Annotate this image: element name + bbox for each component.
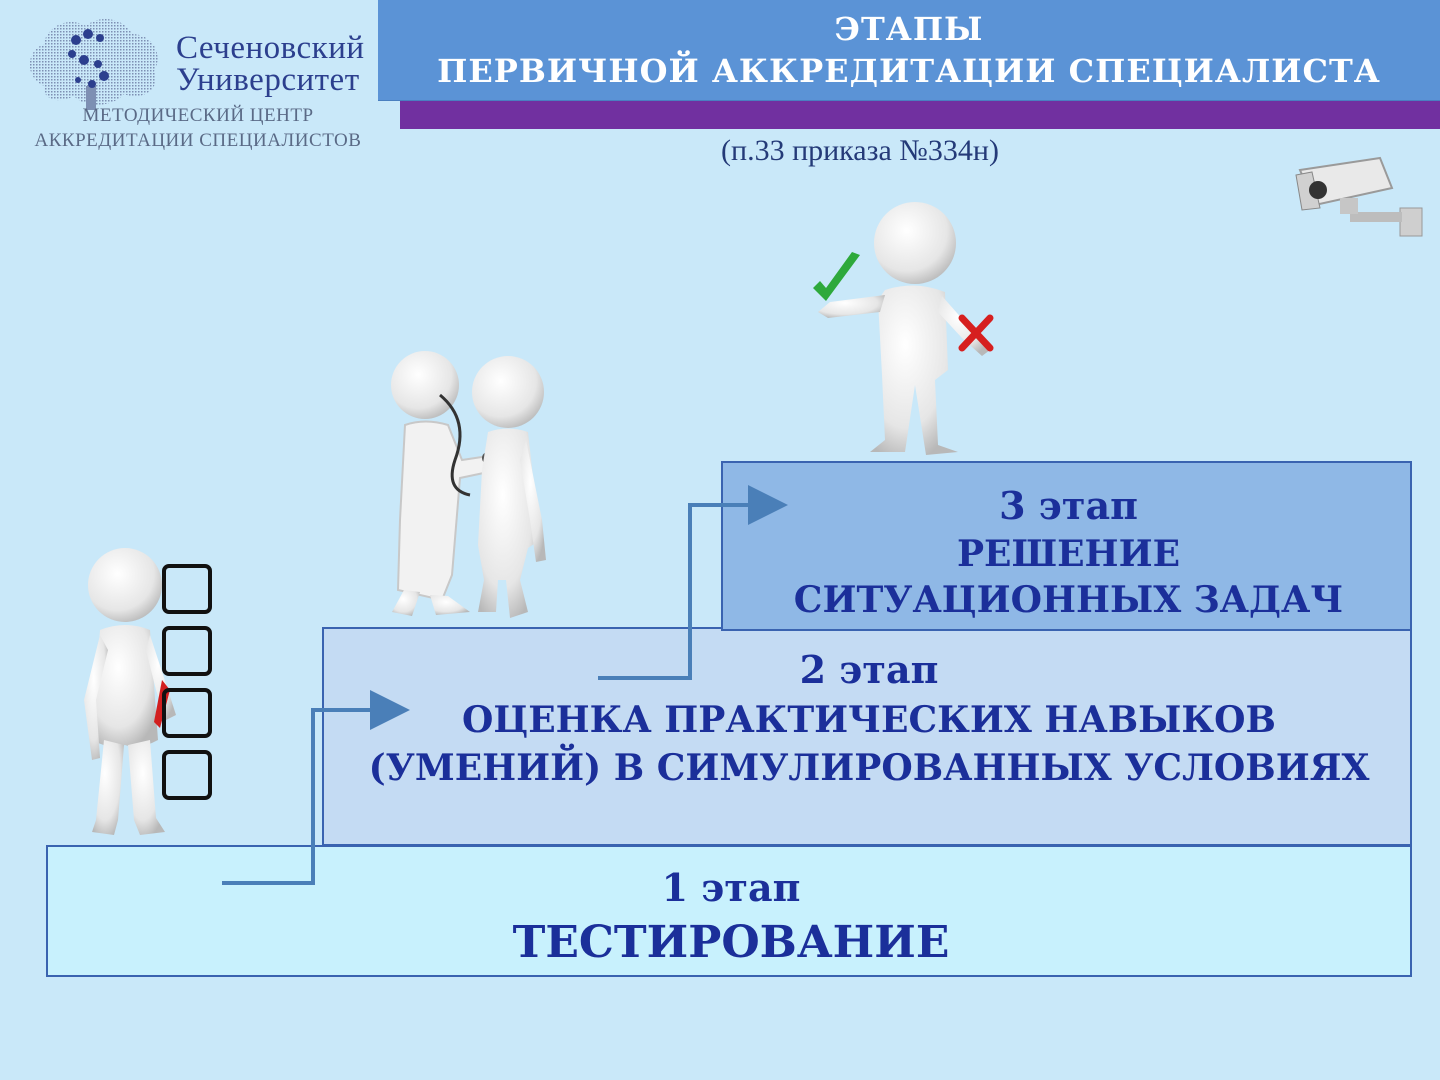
step-3-number: 3 этап — [999, 483, 1138, 528]
logo-subtitle-line1: МЕТОДИЧЕСКИЙ ЦЕНТР — [82, 105, 314, 126]
step-3-title-line1: РЕШЕНИЕ — [956, 533, 1181, 575]
step-2-title-line1: ОЦЕНКА ПРАКТИЧЕСКИХ НАВЫКОВ — [462, 699, 1276, 741]
page-subtitle: (п.33 приказа №334н) — [721, 134, 999, 167]
university-logo: Сеченовский Университет МЕТОДИЧЕСКИЙ ЦЕН… — [18, 12, 378, 162]
page-title-line2: ПЕРВИЧНОЙ АККРЕДИТАЦИИ СПЕЦИАЛИСТА — [437, 52, 1381, 90]
title-band: ЭТАПЫ ПЕРВИЧНОЙ АККРЕДИТАЦИИ СПЕЦИАЛИСТА — [378, 0, 1440, 101]
logo-name-line1: Сеченовский — [176, 30, 365, 66]
step-3-box: 3 этап РЕШЕНИЕ СИТУАЦИОННЫХ ЗАДАЧ — [721, 461, 1412, 631]
accent-band — [400, 101, 1440, 129]
judge-person-icon — [813, 202, 994, 455]
step-1-title: ТЕСТИРОВАНИЕ — [512, 917, 950, 968]
step-2-number: 2 этап — [799, 647, 939, 692]
logo-subtitle-line2: АККРЕДИТАЦИИ СПЕЦИАЛИСТОВ — [34, 130, 362, 151]
logo-name-line2: Университет — [176, 62, 360, 98]
logo-tree-icon — [29, 19, 158, 110]
step-2-title-line2: (УМЕНИЙ) В СИМУЛИРОВАННЫХ УСЛОВИЯХ — [368, 747, 1370, 789]
check-mark-icon — [813, 252, 860, 301]
cross-mark-icon — [958, 314, 994, 352]
doctor-patient-icon — [391, 351, 546, 618]
step-1-number: 1 этап — [661, 865, 801, 910]
security-camera-icon — [1295, 156, 1423, 237]
page-title-line1: ЭТАПЫ — [834, 10, 984, 48]
step-3-title-line2: СИТУАЦИОННЫХ ЗАДАЧ — [793, 579, 1344, 621]
step-2-box: 2 этап ОЦЕНКА ПРАКТИЧЕСКИХ НАВЫКОВ (УМЕН… — [322, 627, 1412, 846]
checklist-person-icon — [84, 548, 212, 835]
step-1-box: 1 этап ТЕСТИРОВАНИЕ — [46, 845, 1412, 977]
